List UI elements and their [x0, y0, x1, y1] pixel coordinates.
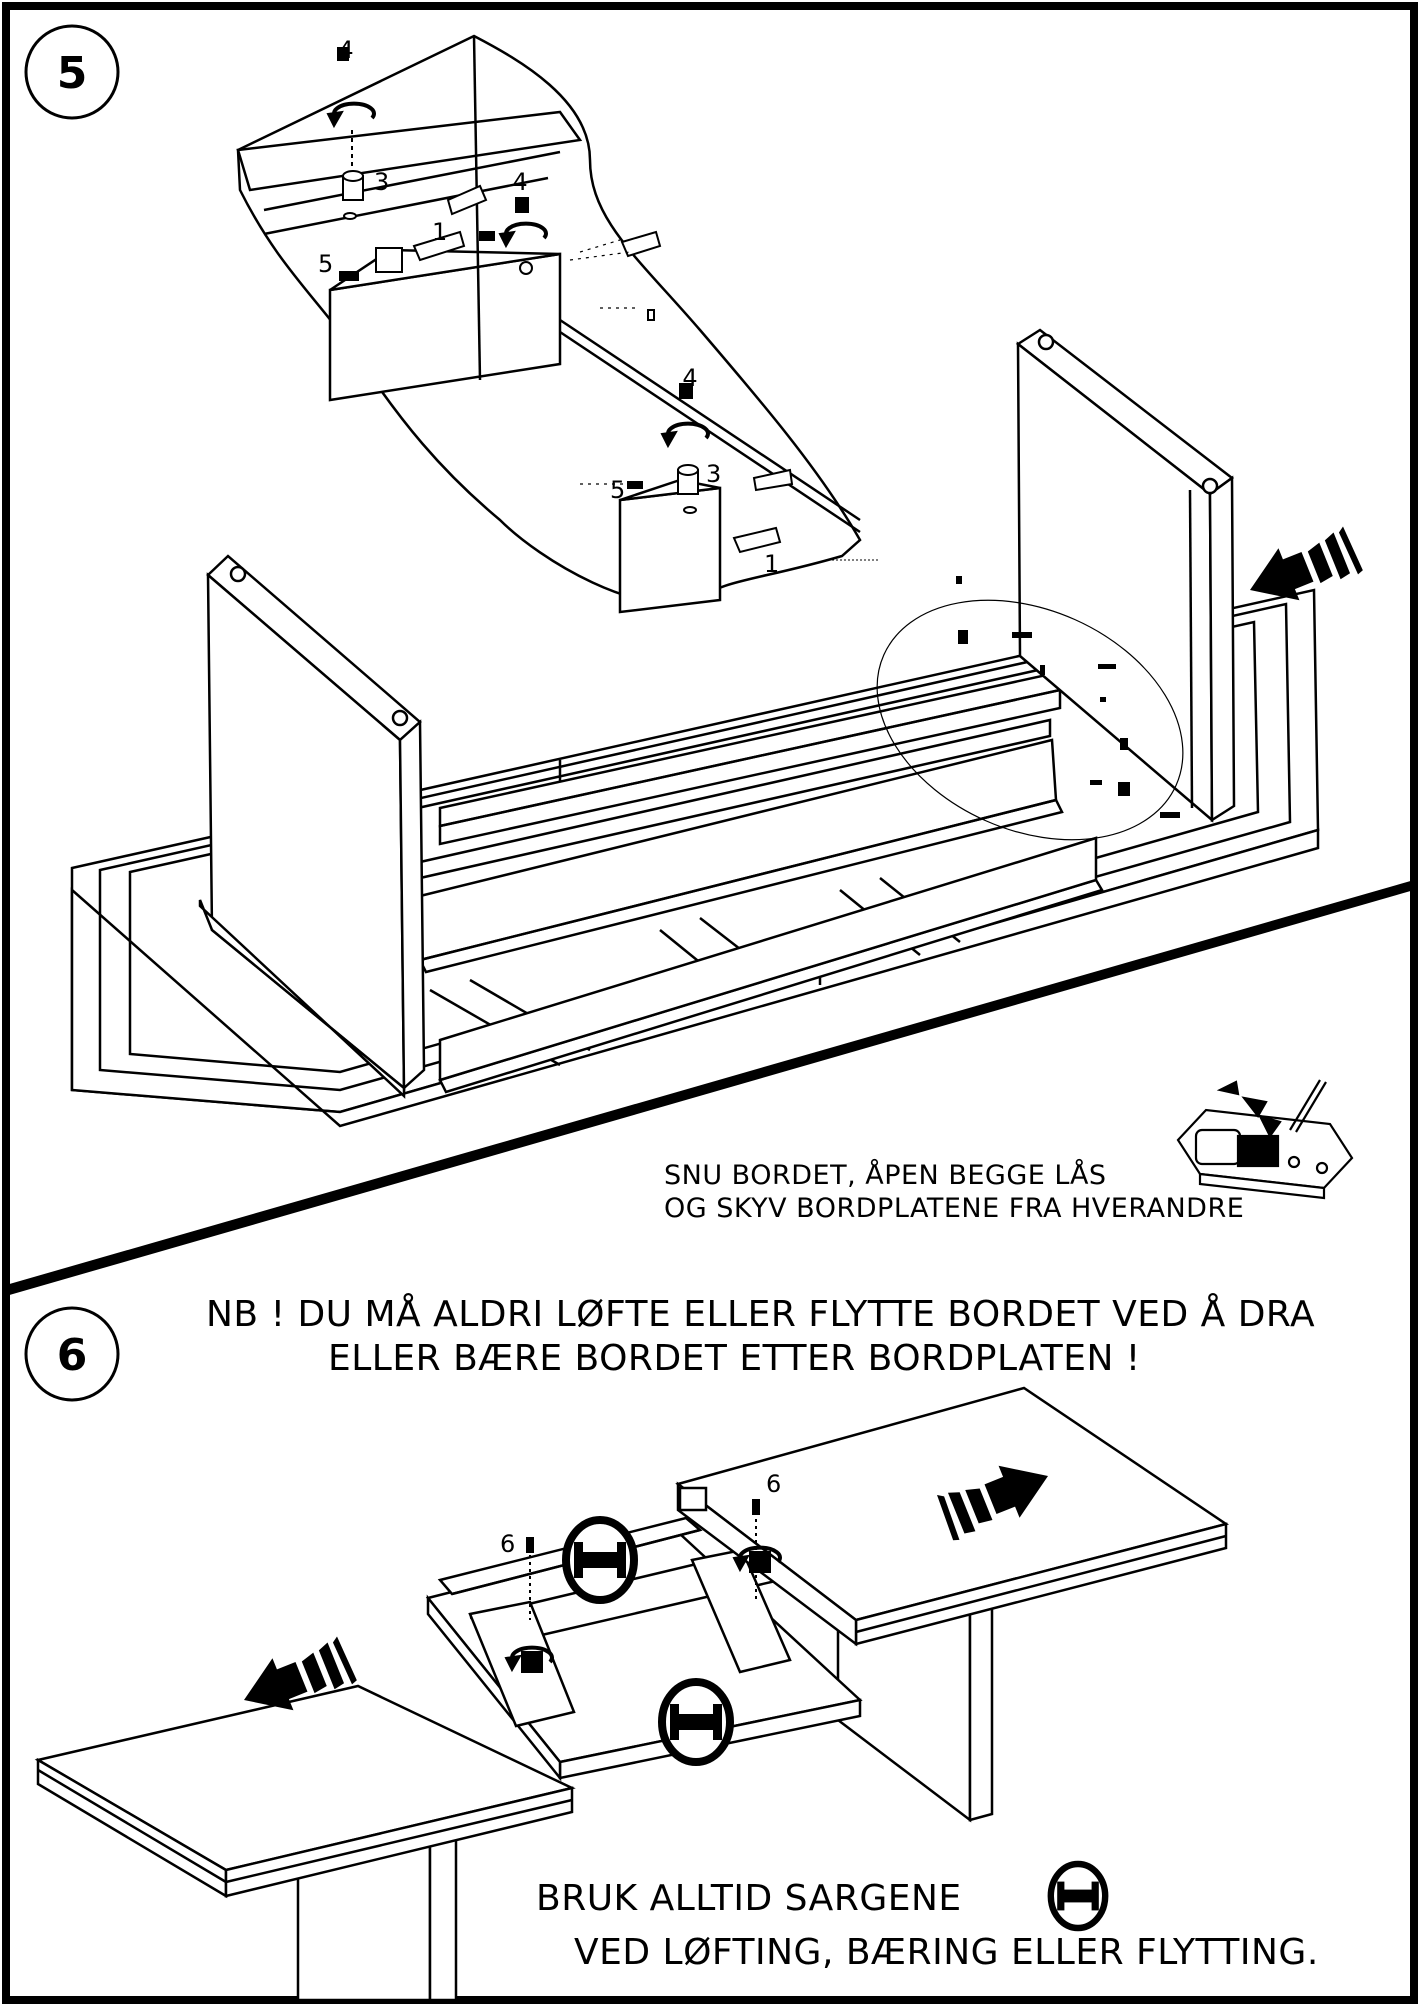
small-hardware-right — [956, 576, 1180, 818]
note-line1: BRUK ALLTID SARGENE — [536, 1878, 962, 1919]
step5-caption-line1: SNU BORDET, ÅPEN BEGGE LÅS — [664, 1159, 1107, 1191]
detail-hardware — [326, 47, 794, 554]
step5-number: 5 — [57, 48, 88, 99]
note-line2: VED LØFTING, BÆRING ELLER FLYTTING. — [574, 1932, 1319, 1973]
apron-symbol-icon-note — [1051, 1864, 1105, 1928]
part-label-6-left: 6 — [500, 1530, 515, 1558]
part-label-4-top: 4 — [338, 36, 353, 64]
warning-line1: NB ! DU MÅ ALDRI LØFTE ELLER FLYTTE BORD… — [206, 1292, 1315, 1335]
step6-number: 6 — [57, 1330, 88, 1381]
part-label-1-top: 1 — [432, 218, 447, 246]
detail-cutaway — [236, 34, 862, 614]
latch-icon — [1176, 1079, 1354, 1200]
step6-badge — [24, 1306, 120, 1402]
part-label-5-low: 5 — [610, 476, 625, 504]
part-label-6-right: 6 — [766, 1470, 781, 1498]
part-label-3-top: 3 — [374, 168, 389, 196]
warning-line2: ELLER BÆRE BORDET ETTER BORDPLATEN ! — [328, 1338, 1141, 1379]
part-label-4-mid: 4 — [512, 168, 527, 196]
apron-symbol-icon-lower — [662, 1682, 730, 1762]
extended-table — [34, 1386, 1230, 2002]
detail-leaders — [569, 239, 640, 485]
step5-caption-line2: OG SKYV BORDPLATENE FRA HVERANDRE — [664, 1193, 1244, 1224]
part-label-3-low: 3 — [706, 460, 721, 488]
table-assembly-step5 — [70, 328, 1320, 1128]
step5-badge — [24, 24, 120, 120]
apron-symbol-icon — [566, 1520, 634, 1600]
part-label-4-low: 4 — [682, 364, 697, 392]
step6-hardware — [504, 1499, 782, 1673]
detail-callout-ellipse — [876, 599, 1184, 841]
section-divider — [6, 880, 1414, 1296]
part-label-1-low: 1 — [764, 550, 779, 578]
part-label-5-top: 5 — [318, 250, 333, 278]
